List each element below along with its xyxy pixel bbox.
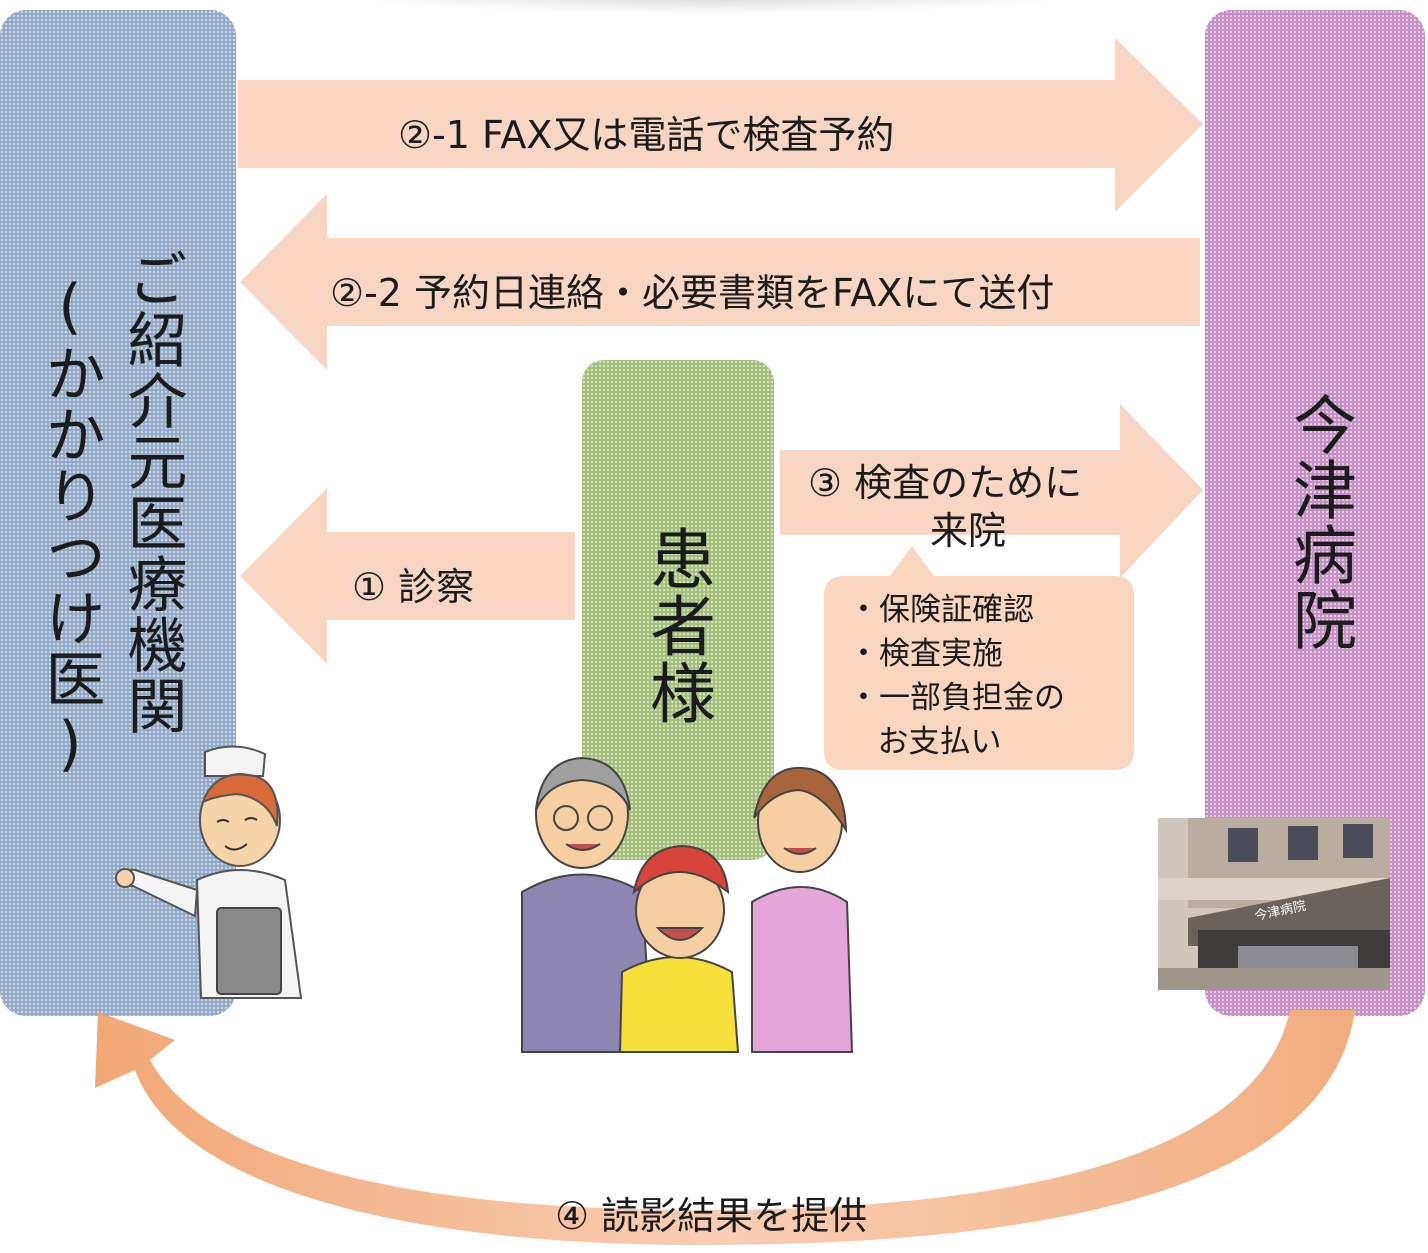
arrow-step-1 xyxy=(240,488,575,664)
callout-item-3: ・一部負担金の お支払い xyxy=(848,680,1065,760)
family-illustration xyxy=(521,756,854,1053)
top-shadow xyxy=(330,0,1090,14)
referring-clinic-name: ご紹介元医療機関 xyxy=(117,248,187,736)
arrow-step-2-1 xyxy=(238,38,1203,212)
nurse-illustration xyxy=(115,745,303,999)
patient-label: 患者様 xyxy=(639,525,716,726)
arrow-step-3 xyxy=(780,404,1203,578)
callout-item-2: ・検査実施 xyxy=(848,636,1003,672)
step-3-label-line1: ③ 検査のために xyxy=(808,461,1083,505)
callout-item-1: ・保険証確認 xyxy=(848,592,1034,628)
step-4-label: ④ 読影結果を提供 xyxy=(555,1194,868,1238)
hospital-photo: 今津病院 xyxy=(1158,818,1390,990)
step-3-label-line2: 来院 xyxy=(930,509,1007,553)
step-2-2-label: ②-2 予約日連絡・必要書類をFAXにて送付 xyxy=(330,271,1055,315)
arrow-step-4 xyxy=(95,1010,1355,1245)
step-1-label: ① 診察 xyxy=(352,565,475,609)
arrow-step-2-2 xyxy=(240,194,1200,370)
step-2-1-label: ②-1 FAX又は電話で検査予約 xyxy=(398,113,895,157)
imazu-hospital-name: 今津病院 xyxy=(1282,392,1356,652)
referring-clinic-subtitle: (かかりつけ医) xyxy=(35,272,105,780)
callout-bubble xyxy=(824,546,1134,770)
referring-clinic-box: ご紹介元医療機関 (かかりつけ医) xyxy=(0,10,236,1016)
